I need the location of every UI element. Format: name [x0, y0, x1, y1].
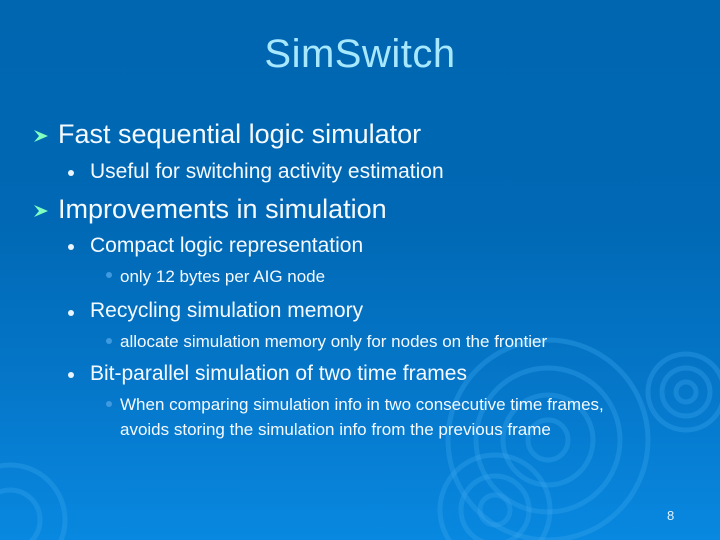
dot-bullet-icon [68, 310, 74, 316]
sub-bullet-compact: Compact logic representation [90, 234, 364, 257]
dot-bullet-icon [68, 244, 74, 250]
bullet-fast-sequential: Fast sequential logic simulator [58, 119, 422, 149]
bullet-improvements: Improvements in simulation [58, 194, 387, 224]
slide-title: SimSwitch [264, 32, 456, 76]
sub-bullet-bit-parallel: Bit-parallel simulation of two time fram… [90, 362, 467, 385]
sub-sub-bullet-frontier: allocate simulation memory only for node… [120, 332, 548, 351]
sub-bullet-recycling: Recycling simulation memory [90, 299, 364, 322]
page-number: 8 [667, 508, 675, 523]
sub-sub-bullet-comparing-continuation: avoids storing the simulation info from … [120, 420, 551, 439]
sub-bullet-switching: Useful for switching activity estimation [90, 160, 444, 183]
small-dot-bullet-icon [106, 338, 112, 344]
dot-bullet-icon [68, 372, 74, 378]
small-dot-bullet-icon [106, 272, 112, 278]
dot-bullet-icon [68, 170, 74, 176]
sub-sub-bullet-comparing: When comparing simulation info in two co… [120, 395, 604, 414]
sub-sub-bullet-12-bytes: only 12 bytes per AIG node [120, 267, 326, 286]
small-dot-bullet-icon [106, 401, 112, 407]
